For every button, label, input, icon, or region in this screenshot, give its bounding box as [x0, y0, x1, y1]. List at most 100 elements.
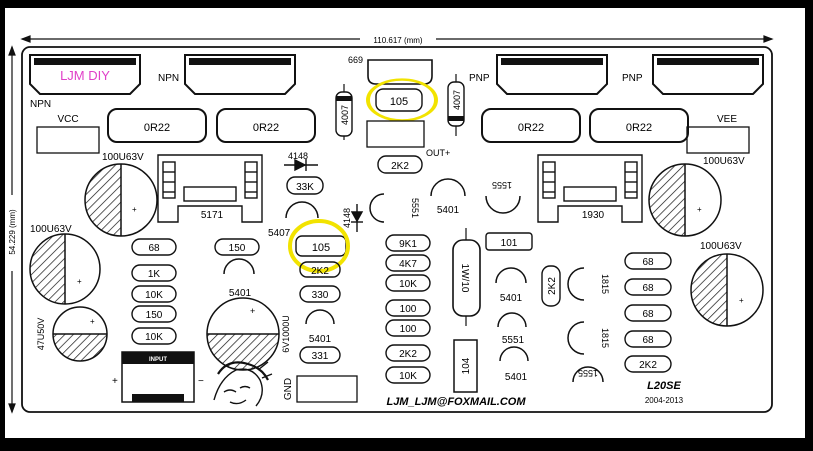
diode-4007-left	[335, 84, 353, 140]
resistor-68-right-1-label: 68	[642, 257, 654, 268]
input-minus-label: −	[198, 376, 204, 387]
resistor-10k-center-1-label: 10K	[399, 279, 417, 290]
capacitor-105-top	[375, 88, 423, 112]
resistor-33k	[286, 176, 324, 195]
capacitor-100u63v-2	[648, 163, 722, 237]
transistor-1555-bottom	[572, 366, 604, 383]
transistor-1815-upper	[567, 267, 585, 301]
diode-4148-label: 4148	[288, 151, 308, 161]
diode-4007-right-label: 4007	[452, 90, 462, 110]
capacitor-47u50v-label: 47U50V	[36, 318, 46, 351]
resistor-68-left-label: 68	[148, 243, 160, 254]
resistor-100-1-label: 100	[400, 304, 417, 315]
out-label: OUT+	[426, 148, 450, 158]
capacitor-105-mid-label: 105	[312, 242, 330, 254]
resistor-101-label: 101	[501, 238, 518, 249]
highlight-circle-middle	[288, 219, 350, 273]
resistor-331	[299, 346, 341, 364]
capacitor-100u63v-3-label: 100U63V	[30, 224, 72, 235]
bias-transistor-5171-label: 5171	[201, 210, 224, 221]
resistor-or22-3	[481, 108, 581, 143]
capacitor-47u50v-plus: +	[90, 317, 95, 326]
resistor-1k	[131, 264, 177, 282]
capacitor-104	[453, 339, 478, 393]
vcc-label: VCC	[57, 114, 78, 125]
transistor-1555-bottom-label: 1555	[578, 368, 598, 378]
resistor-4k7-label: 4K7	[399, 259, 417, 270]
resistor-150-mid	[214, 238, 260, 256]
resistor-10k-center-1	[385, 274, 431, 292]
transistor-1815-lower	[567, 321, 585, 355]
capacitor-100u63v-4-label: 100U63V	[700, 241, 742, 252]
power-transistor-npn-2	[184, 54, 296, 95]
logo-text: LJM DIY	[60, 68, 110, 83]
resistor-2k2-vertical-label: 2K2	[547, 277, 558, 295]
transistor-5551-lower	[497, 312, 527, 328]
resistor-2k2-right-label: 2K2	[639, 360, 657, 371]
email-text: LJM_LJM@FOXMAIL.COM	[386, 396, 526, 408]
input-connector	[121, 351, 195, 403]
resistor-100-1	[385, 299, 431, 317]
resistor-2k2-top-label: 2K2	[391, 161, 409, 172]
resistor-9k1-label: 9K1	[399, 239, 417, 250]
transistor-5401-upper	[430, 178, 466, 197]
resistor-68-right-4-label: 68	[642, 335, 654, 346]
npn-label-1: NPN	[30, 99, 51, 110]
resistor-2k2-center	[385, 344, 431, 362]
resistor-2k2-top	[377, 155, 423, 174]
model-years: 2004-2013	[645, 396, 684, 405]
transistor-5407	[285, 201, 319, 219]
transistor-5401-bottom	[499, 346, 529, 362]
capacitor-100u63v-1-plus: +	[132, 205, 137, 214]
capacitor-6v1000u-label: 6V1000U	[281, 315, 291, 353]
npn-label-2: NPN	[158, 73, 179, 84]
resistor-1w10-label: 1W/10	[459, 264, 470, 293]
transistor-5401-left-label: 5401	[229, 288, 252, 299]
power-transistor-npn-1	[29, 54, 141, 95]
transistor-669-label: 669	[348, 55, 363, 65]
diode-4007-left-label: 4007	[340, 105, 350, 125]
capacitor-100u63v-1-label: 100U63V	[102, 152, 144, 163]
resistor-331-label: 331	[312, 351, 329, 362]
resistor-330	[299, 285, 341, 303]
resistor-10k-center-2-label: 10K	[399, 371, 417, 382]
resistor-or22-3-label: 0R22	[518, 122, 544, 134]
resistor-150-left	[131, 305, 177, 323]
transistor-5401-right	[495, 267, 527, 284]
bias-transistor-1930-label: 1930	[582, 210, 605, 221]
bias-transistor-5171	[157, 154, 263, 223]
resistor-2k2-center-label: 2K2	[399, 349, 417, 360]
vee-label: VEE	[717, 114, 737, 125]
resistor-1k-label: 1K	[148, 269, 161, 280]
width-dimension-label: 110.617 (mm)	[373, 36, 423, 45]
transistor-5401-right-label: 5401	[500, 293, 523, 304]
input-plus-label: +	[112, 376, 118, 387]
diode-4007-right	[447, 74, 465, 136]
resistor-33k-label: 33K	[296, 182, 314, 193]
resistor-or22-1	[107, 108, 207, 143]
resistor-1w10	[452, 228, 481, 326]
resistor-10k-left-1	[131, 285, 177, 303]
resistor-9k1	[385, 234, 431, 252]
resistor-2k2-mid-label: 2K2	[311, 266, 329, 277]
power-transistor-pnp-1	[496, 54, 608, 95]
resistor-68-right-2-label: 68	[642, 283, 654, 294]
transistor-5551-lower-label: 5551	[502, 335, 525, 346]
transistor-1815-upper-label: 1815	[600, 274, 610, 294]
resistor-10k-center-2	[385, 366, 431, 384]
capacitor-100u63v-3	[29, 233, 101, 305]
vee-pad	[686, 126, 750, 154]
resistor-150-left-label: 150	[146, 310, 163, 321]
logo-sketch	[213, 361, 273, 407]
gnd-label: GND	[283, 378, 294, 400]
resistor-2k2-mid	[299, 261, 341, 278]
resistor-100-2	[385, 319, 431, 337]
capacitor-6v1000u-plus: +	[250, 306, 255, 316]
capacitor-100u63v-1	[84, 163, 158, 237]
pnp-label-2: PNP	[622, 73, 643, 84]
model-name: L20SE	[647, 380, 681, 392]
transistor-1815-lower-label: 1815	[600, 328, 610, 348]
capacitor-105-top-label: 105	[390, 96, 408, 108]
capacitor-100u63v-2-label: 100U63V	[703, 156, 745, 167]
